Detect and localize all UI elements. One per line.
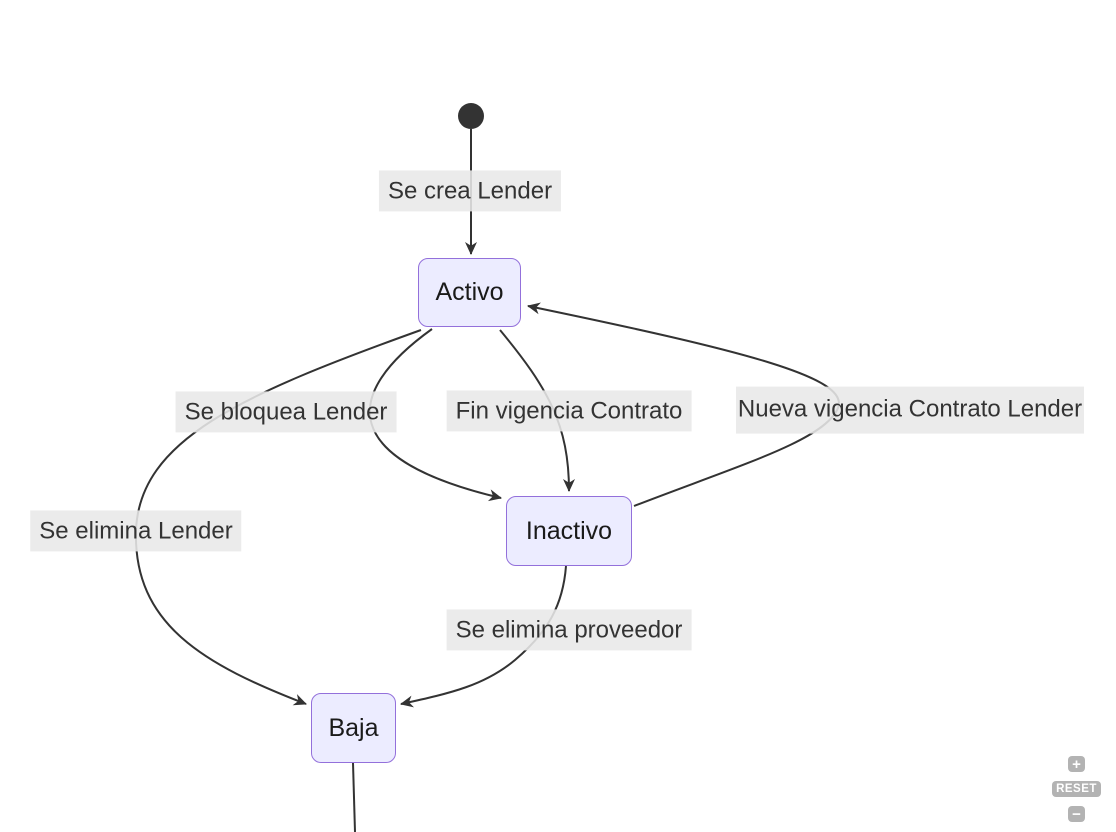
- edge-label-fin-vigencia-contrato: Fin vigencia Contrato: [446, 390, 692, 432]
- state-node-baja: Baja: [311, 693, 396, 763]
- edge-label-nueva-vigencia-contrato-lender: Nueva vigencia Contrato Lender: [736, 386, 1084, 434]
- state-label-baja: Baja: [328, 713, 379, 742]
- state-node-inactivo: Inactivo: [506, 496, 632, 566]
- edge-label-se-elimina-proveedor: Se elimina proveedor: [446, 609, 692, 651]
- zoom-in-button[interactable]: +: [1068, 756, 1085, 772]
- edge-label-se-elimina-lender: Se elimina Lender: [30, 510, 242, 552]
- state-node-activo: Activo: [418, 258, 521, 327]
- zoom-out-button[interactable]: −: [1068, 806, 1085, 822]
- edge-label-se-bloquea-lender: Se bloquea Lender: [175, 391, 397, 433]
- zoom-reset-button[interactable]: RESET: [1052, 781, 1101, 797]
- edge-baja-offscreen: [352, 762, 356, 832]
- edge-label-se-crea-lender: Se crea Lender: [378, 170, 562, 212]
- zoom-controls: + RESET −: [1052, 756, 1101, 822]
- state-label-activo: Activo: [435, 278, 504, 306]
- start-state-dot: [458, 103, 484, 129]
- state-label-inactivo: Inactivo: [525, 516, 613, 545]
- edge-se-elimina-proveedor: [400, 565, 567, 708]
